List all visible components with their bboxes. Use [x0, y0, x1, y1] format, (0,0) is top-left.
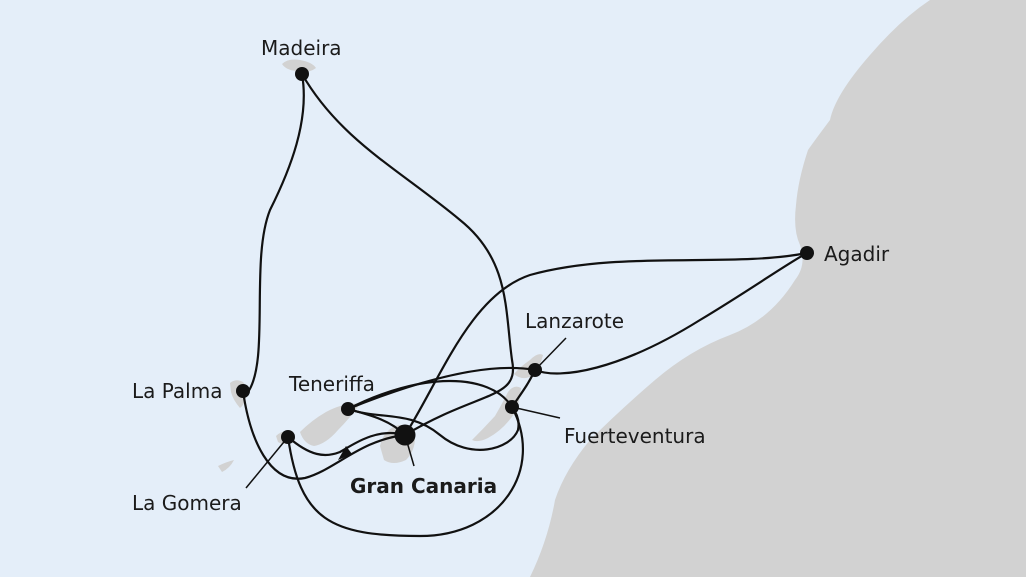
route-teneriffa-fuerteventura-b: [346, 405, 520, 451]
route-la-gomera-fuerteventura: [286, 405, 524, 538]
port-marker-gran-canaria-start: [394, 424, 416, 446]
port-label-lanzarote: Lanzarote: [525, 309, 624, 333]
route-gran-canaria-madeira: [300, 72, 515, 437]
route-agadir-gran-canaria: [403, 251, 809, 437]
el-hierro-island: [218, 460, 234, 472]
port-marker-agadir: [800, 246, 814, 260]
africa-mainland: [530, 0, 1026, 577]
route-la-palma-gran-canaria: [241, 389, 407, 480]
port-markers: [236, 67, 814, 446]
route-direction-arrow: [338, 446, 352, 460]
madeira-island: [282, 59, 316, 72]
port-marker-teneriffa: [341, 402, 355, 416]
port-label-madeira: Madeira: [261, 36, 342, 60]
port-label-la-gomera: La Gomera: [132, 491, 242, 515]
port-label-gran-canaria: Gran Canaria: [350, 474, 498, 498]
fuerteventura-island: [472, 386, 521, 442]
port-marker-la-gomera: [281, 430, 295, 444]
port-label-la-palma: La Palma: [132, 379, 223, 403]
port-marker-lanzarote: [528, 363, 542, 377]
port-label-teneriffa: Teneriffa: [289, 372, 375, 396]
fuerteventura-leader-line: [511, 406, 561, 419]
lanzarote-leader-line: [534, 337, 567, 371]
route-madeira-la-palma: [246, 72, 305, 394]
route-fuerteventura-teneriffa-a: [346, 379, 514, 411]
route-gran-canaria-la-gomera: [286, 431, 407, 457]
port-marker-fuerteventura: [505, 400, 519, 414]
la-gomera-leader-line: [245, 436, 289, 489]
cruise-routes: [241, 72, 809, 538]
port-marker-madeira: [295, 67, 309, 81]
route-lanzarote-agadir-a: [533, 251, 809, 375]
port-marker-la-palma: [236, 384, 250, 398]
port-label-fuerteventura: Fuerteventura: [564, 424, 706, 448]
lanzarote-island: [514, 354, 543, 379]
port-label-agadir: Agadir: [824, 242, 890, 266]
